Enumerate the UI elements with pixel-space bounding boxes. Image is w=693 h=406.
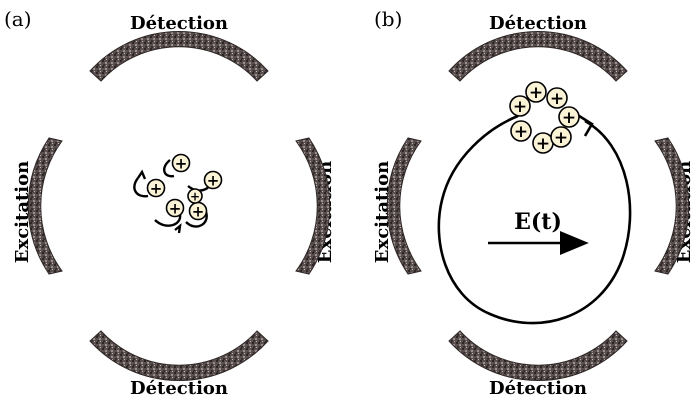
panel-a-excitation-plate-left: [27, 137, 63, 275]
ion-sign: +: [514, 122, 528, 142]
panel-b: (b) Détection Détection Excitation Excit…: [372, 7, 693, 399]
ion-sign: +: [190, 190, 200, 204]
panel-b-orbit-arrow-head: [575, 112, 594, 137]
panel-b-detection-plate-top: [448, 30, 628, 82]
rotation-arrow: [185, 211, 208, 228]
panel-b-orbit: [437, 114, 632, 325]
panel-b-detection-bottom-label: Détection: [489, 378, 587, 399]
ion: +: [525, 81, 547, 103]
panel-a-detection-bottom-label: Détection: [130, 378, 228, 399]
panel-a-ions: + + + + + +: [146, 153, 223, 221]
ion: +: [187, 188, 203, 204]
ion-sign: +: [169, 200, 182, 218]
panel-b-field-label: E(t): [514, 209, 562, 235]
panel-b-excitation-left-label: Excitation: [372, 161, 393, 263]
rotation-arrow: [154, 213, 182, 227]
ion: +: [165, 198, 185, 218]
panel-a: (a) Détection Détection Excitation Excit…: [4, 7, 336, 399]
ion-sign: +: [513, 97, 527, 117]
ion: +: [188, 201, 208, 221]
panel-b-excitation-plate-right: [654, 137, 690, 275]
ion-sign: +: [192, 203, 205, 221]
panel-b-ions: + + + + + + +: [509, 81, 580, 154]
panel-a-excitation-plate-right: [295, 137, 331, 275]
panel-b-label: (b): [374, 7, 402, 31]
ion-sign: +: [536, 134, 550, 154]
ion: +: [532, 132, 554, 154]
panel-a-label: (a): [4, 7, 32, 31]
ion-sign: +: [550, 89, 564, 109]
ion-sign: +: [150, 180, 163, 198]
ion-sign: +: [562, 108, 576, 128]
ion: +: [146, 178, 166, 198]
ion: +: [171, 153, 191, 173]
ion-sign: +: [175, 155, 188, 173]
ion-sign: +: [207, 172, 220, 190]
ion-sign: +: [554, 128, 568, 148]
panel-a-excitation-left-label: Excitation: [12, 161, 33, 263]
rotation-arrow: [133, 177, 149, 198]
panel-a-detection-plate-bottom: [89, 330, 269, 382]
ion: +: [546, 87, 568, 109]
ion: +: [558, 106, 580, 128]
rotation-arrow-head: [137, 169, 147, 180]
rotation-arrow: [163, 159, 175, 178]
ion: +: [509, 95, 531, 117]
rotation-arrow-head: [174, 223, 182, 234]
panel-a-detection-plate-top: [89, 30, 269, 82]
panel-a-detection-top-label: Détection: [130, 13, 228, 34]
ion: +: [510, 120, 532, 142]
panel-b-detection-top-label: Détection: [489, 13, 587, 34]
panel-b-excitation-plate-left: [386, 137, 422, 275]
ion: +: [203, 170, 223, 190]
ion: +: [550, 126, 572, 148]
panel-b-detection-plate-bottom: [448, 330, 628, 382]
ion-sign: +: [529, 83, 543, 103]
